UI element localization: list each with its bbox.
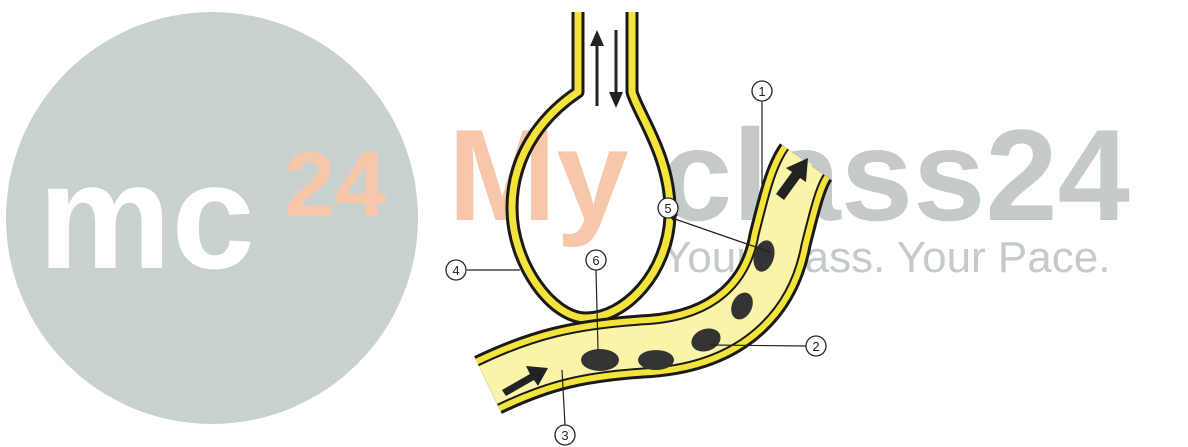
air-in-arrow-head (590, 30, 604, 46)
callout-4-label: 4 (452, 263, 459, 278)
airflow-arrows (590, 30, 623, 108)
callout-6-label: 6 (592, 253, 599, 268)
red-blood-cell (638, 350, 674, 370)
callout-3-label: 3 (561, 428, 568, 443)
callout-5-label: 5 (664, 201, 671, 216)
watermark-tagline: Your Class. Your Pace. (662, 233, 1110, 282)
red-blood-cell (581, 349, 619, 371)
watermark-24-superscript: 24 (284, 134, 386, 236)
watermark-brand-rest: class24 (660, 102, 1130, 248)
callout-1-label: 1 (758, 84, 765, 99)
watermark-mc-text: mc (38, 132, 255, 300)
callout-2-label: 2 (812, 339, 819, 354)
